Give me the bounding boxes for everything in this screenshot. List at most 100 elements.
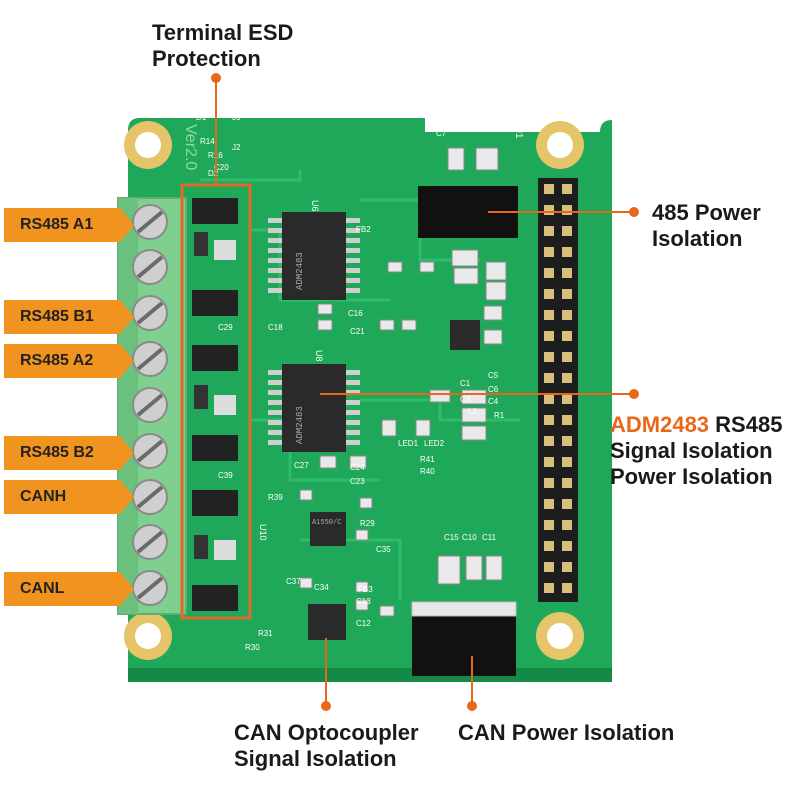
terminal-screw bbox=[132, 479, 168, 515]
gpio-pin bbox=[544, 247, 554, 257]
silk-part-label: C39 bbox=[218, 471, 233, 480]
gpio-pin bbox=[562, 373, 572, 383]
mount-hole bbox=[124, 121, 172, 169]
adm-callout-line3: Power Isolation bbox=[610, 464, 773, 489]
silk-part-label: D2 bbox=[208, 169, 219, 178]
silk-part-label: R41 bbox=[420, 455, 435, 464]
adm-callout: ADM2483 RS485 Signal Isolation Power Iso… bbox=[610, 412, 782, 490]
tag-rs485-b1: RS485 B1 bbox=[4, 300, 134, 334]
can-opto-callout-line1: CAN Optocoupler bbox=[234, 720, 419, 745]
silk-part-label: R40 bbox=[420, 467, 435, 476]
silk-chip-mark: ADM2483 bbox=[295, 252, 305, 290]
gpio-pin bbox=[562, 436, 572, 446]
silk-part-label: C1 bbox=[460, 379, 471, 388]
silk-part-label: C12 bbox=[356, 619, 371, 628]
silk-part-label: C10 bbox=[462, 533, 477, 542]
mount-hole bbox=[536, 121, 584, 169]
silk-part-label: C29 bbox=[218, 323, 233, 332]
silk-part-label: C35 bbox=[376, 545, 391, 554]
silk-part-label: L1 bbox=[468, 407, 477, 416]
can-opto-callout: CAN Optocoupler Signal Isolation bbox=[234, 720, 419, 772]
silk-chip-mark: A1550/C bbox=[312, 519, 341, 527]
gpio-pin bbox=[544, 268, 554, 278]
silk-part-label: C3 bbox=[460, 395, 471, 404]
gpio-pin bbox=[562, 583, 572, 593]
gpio-pin bbox=[544, 352, 554, 362]
gpio-pin bbox=[544, 415, 554, 425]
gpio-pin bbox=[562, 394, 572, 404]
gpio-pin bbox=[544, 184, 554, 194]
silk-part-label: C13 bbox=[356, 597, 371, 606]
gpio-pin bbox=[544, 583, 554, 593]
silk-part-label: C23 bbox=[350, 477, 365, 486]
chip-optocoupler bbox=[310, 512, 346, 546]
silk-part-label: C5 bbox=[488, 371, 499, 380]
gpio-pin bbox=[562, 331, 572, 341]
silk-chip-mark: ADM2483 bbox=[295, 406, 305, 444]
gpio-pin bbox=[562, 499, 572, 509]
gpio-pin bbox=[562, 520, 572, 530]
gpio-pin bbox=[562, 541, 572, 551]
adm-callout-rest: RS485 bbox=[709, 412, 783, 437]
silk-part-label: FB3 bbox=[358, 585, 373, 594]
silk-part-label: D1 bbox=[196, 113, 207, 122]
adm-callout-accent: ADM2483 bbox=[610, 412, 710, 437]
tag-canh: CANH bbox=[4, 480, 134, 514]
silk-part-label: C7 bbox=[436, 129, 447, 138]
silk-part-label: R2 bbox=[448, 119, 459, 128]
gpio-pin bbox=[562, 478, 572, 488]
gpio-pin bbox=[544, 520, 554, 530]
silk-part-label: J3 bbox=[232, 113, 241, 122]
esd-callout: Terminal ESD Protection bbox=[152, 20, 293, 72]
silk-part-label: C27 bbox=[294, 461, 309, 470]
gpio-pin bbox=[562, 247, 572, 257]
gpio-pin bbox=[544, 373, 554, 383]
can-opto-callout-line2: Signal Isolation bbox=[234, 746, 397, 771]
tag-rs485-a1: RS485 A1 bbox=[4, 208, 134, 242]
gpio-pin bbox=[562, 457, 572, 467]
gpio-pin bbox=[544, 562, 554, 572]
passive-components bbox=[299, 147, 507, 617]
gpio-pin bbox=[544, 541, 554, 551]
gpio-pin bbox=[562, 205, 572, 215]
silk-part-label: C11 bbox=[482, 533, 497, 542]
silk-part-label: C15 bbox=[444, 533, 459, 542]
gpio-pin bbox=[544, 331, 554, 341]
chip-regulator bbox=[450, 320, 480, 350]
chip-adm2483-bottom bbox=[268, 364, 360, 452]
power485-callout: 485 Power Isolation bbox=[652, 200, 761, 252]
silk-part-label: FB2 bbox=[356, 225, 371, 234]
adm-callout-line2: Signal Isolation bbox=[610, 438, 773, 463]
silk-part-label: C16 bbox=[348, 309, 363, 318]
silk-part-label: LED1 bbox=[398, 439, 419, 448]
gpio-pin bbox=[562, 415, 572, 425]
silk-part-label: R30 bbox=[245, 643, 260, 652]
gpio-pin bbox=[544, 205, 554, 215]
power485-callout-line1: 485 Power bbox=[652, 200, 761, 225]
pcb-edge bbox=[128, 668, 612, 682]
esd-callout-line2: Protection bbox=[152, 46, 261, 71]
tag-rs485-b2: RS485 B2 bbox=[4, 436, 134, 470]
silk-part-label: J2 bbox=[232, 143, 241, 152]
silk-part-label: J4 bbox=[196, 101, 205, 110]
gpio-pin bbox=[544, 478, 554, 488]
gpio-header bbox=[538, 178, 578, 602]
gpio-pin bbox=[544, 394, 554, 404]
gpio-pin bbox=[544, 226, 554, 236]
mount-hole bbox=[536, 612, 584, 660]
gpio-pin bbox=[562, 310, 572, 320]
gpio-pin bbox=[544, 457, 554, 467]
silk-part-label: C21 bbox=[350, 327, 365, 336]
silk-label: U10 bbox=[258, 524, 268, 541]
silk-part-label: LED2 bbox=[424, 439, 445, 448]
silk-part-label: C14 bbox=[488, 119, 503, 128]
silk-part-label: R29 bbox=[360, 519, 375, 528]
silk-label: U6 bbox=[310, 200, 320, 212]
silk-part-label: C34 bbox=[314, 583, 329, 592]
gpio-pin bbox=[544, 289, 554, 299]
silk-part-label: R31 bbox=[258, 629, 273, 638]
gpio-pin bbox=[544, 310, 554, 320]
